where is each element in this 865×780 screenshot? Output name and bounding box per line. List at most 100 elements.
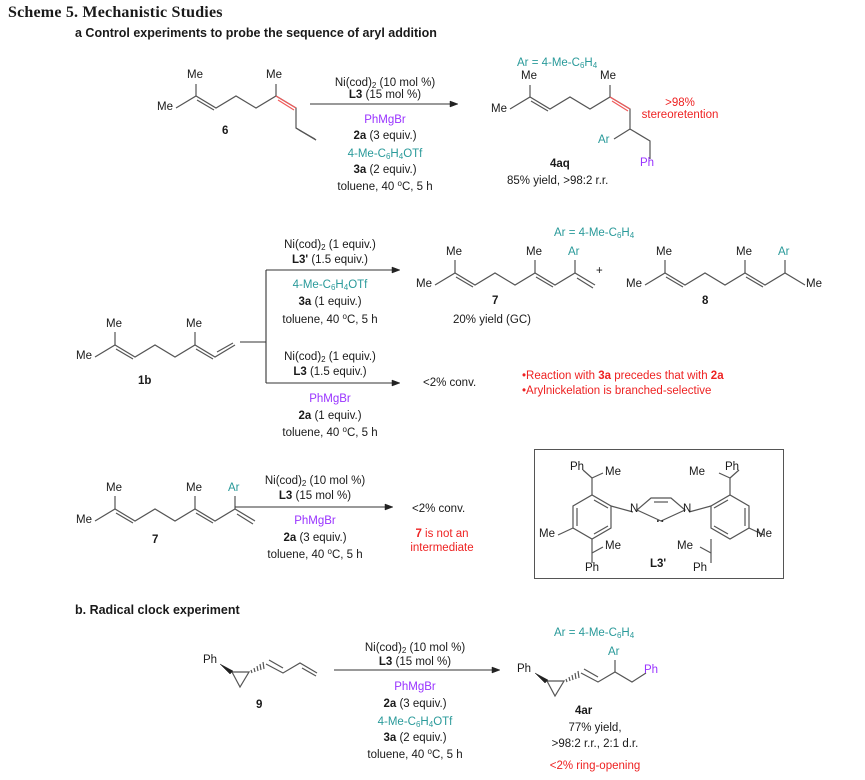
condition-catalyst: Ni(cod)2 (10 mol %) [264,475,366,488]
condition-solvent: toluene, 40 oC, 5 h [337,179,433,194]
aryl-definition: Ar = 4-Me-C6H4 [554,627,635,640]
me-label: Me [446,246,462,258]
ph-label: Ph [725,461,740,473]
condition-grignard-amount: 2a (3 equiv.) [353,130,417,142]
me-label: Me [626,278,642,290]
me-label: Me [416,278,432,290]
condition-grignard: PhMgBr [294,515,336,527]
condition-solvent: toluene, 40 oC, 5 h [367,747,463,762]
intermediate-note-1: 7 is not an [415,528,469,540]
compound-label: 7 [492,295,499,307]
me-label: Me [656,246,672,258]
condition-grignard: PhMgBr [364,114,406,126]
ph-label: Ph [203,654,218,666]
compound-label: 4ar [575,705,593,717]
me-label: Me [689,466,705,478]
me-label: Me [106,482,122,494]
condition-solvent: toluene, 40 oC, 5 h [267,547,363,562]
ar-label: Ar [228,482,240,494]
me-label: Me [521,70,537,82]
lower-condition-grignard-amount: 2a (1 equiv.) [298,410,362,422]
me-label: Me [186,482,202,494]
me-label: Me [677,540,693,552]
condition-triflate: 4-Me-C6H4OTf [347,148,423,161]
bullet-note-1: •Reaction with 3a precedes that with 2a [522,370,724,382]
lower-condition-grignard: PhMgBr [309,393,351,405]
condition-ligand: L3 (15 mol %) [348,89,422,101]
me-label: Me [605,540,621,552]
ph-label: Ph [693,562,708,574]
aryl-definition: Ar = 4-Me-C6H4 [554,227,635,240]
me-label: Me [736,246,752,258]
ph-label: Ph [640,157,655,169]
compound-label: 1b [138,375,152,387]
n-label: N [630,503,639,515]
product-yield-2: >98:2 r.r., 2:1 d.r. [551,738,639,750]
ligand-label: L3' [650,558,667,570]
section-a-heading: a Control experiments to probe the seque… [75,26,437,40]
me-label: Me [76,514,92,526]
compound-label: 9 [256,699,263,711]
condition-triflate-amount: 3a (2 equiv.) [383,732,447,744]
me-label: Me [806,278,822,290]
me-label: Me [539,528,555,540]
condition-grignard-amount: 2a (3 equiv.) [283,532,347,544]
intermediate-note-2: intermediate [410,542,474,554]
me-label: Me [157,101,173,113]
section-b-heading: b. Radical clock experiment [75,603,240,617]
condition-ligand: L3 (15 mol %) [378,656,452,668]
upper-condition-triflate-amount: 3a (1 equiv.) [298,296,362,308]
product-yield: 85% yield, >98:2 r.r. [507,175,609,187]
scheme-title: Scheme 5. Mechanistic Studies [8,4,223,21]
condition-ligand: L3 (15 mol %) [278,490,352,502]
condition-grignard-amount: 2a (3 equiv.) [383,698,447,710]
compound-label: 6 [222,125,229,137]
condition-grignard: PhMgBr [394,681,436,693]
upper-condition-triflate: 4-Me-C6H4OTf [292,279,368,292]
product-yield-1: 77% yield, [568,722,622,734]
condition-catalyst: Ni(cod)2 (10 mol %) [364,642,466,655]
compound-label: 7 [152,534,159,546]
me-label: Me [266,69,282,81]
me-label: Me [76,350,92,362]
ar-label: Ar [778,246,790,258]
upper-condition-solvent: toluene, 40 oC, 5 h [282,312,378,327]
upper-condition-ligand: L3' (1.5 equiv.) [291,254,369,266]
lower-condition-catalyst: Ni(cod)2 (1 equiv.) [284,351,376,364]
me-label: Me [187,69,203,81]
lower-condition-solvent: toluene, 40 oC, 5 h [282,425,378,440]
lower-condition-ligand: L3 (1.5 equiv.) [293,366,367,378]
upper-condition-catalyst: Ni(cod)2 (1 equiv.) [284,239,376,252]
lower-result: <2% conv. [423,377,477,389]
condition-triflate: 4-Me-C6H4OTf [377,716,453,729]
ph-label: Ph [570,461,585,473]
bullet-note-2: •Arylnickelation is branched-selective [522,385,712,397]
result: <2% conv. [412,503,466,515]
stereoretention-note-1: >98% [665,97,695,109]
compound-label: 4aq [550,158,570,170]
me-label: Me [491,103,507,115]
me-label: Me [605,466,621,478]
aryl-definition: Ar = 4-Me-C6H4 [517,57,598,70]
me-label: Me [600,70,616,82]
product-yield: 20% yield (GC) [453,314,531,326]
ar-label: Ar [598,134,610,146]
compound-label: 8 [702,295,709,307]
ring-opening-note: <2% ring-opening [549,760,641,772]
ligand-l3-prime-box [534,449,784,579]
ph-label: Ph [585,562,600,574]
ar-label: Ar [568,246,580,258]
me-label: Me [186,318,202,330]
stereoretention-note-2: stereoretention [641,109,719,121]
condition-triflate-amount: 3a (2 equiv.) [353,164,417,176]
